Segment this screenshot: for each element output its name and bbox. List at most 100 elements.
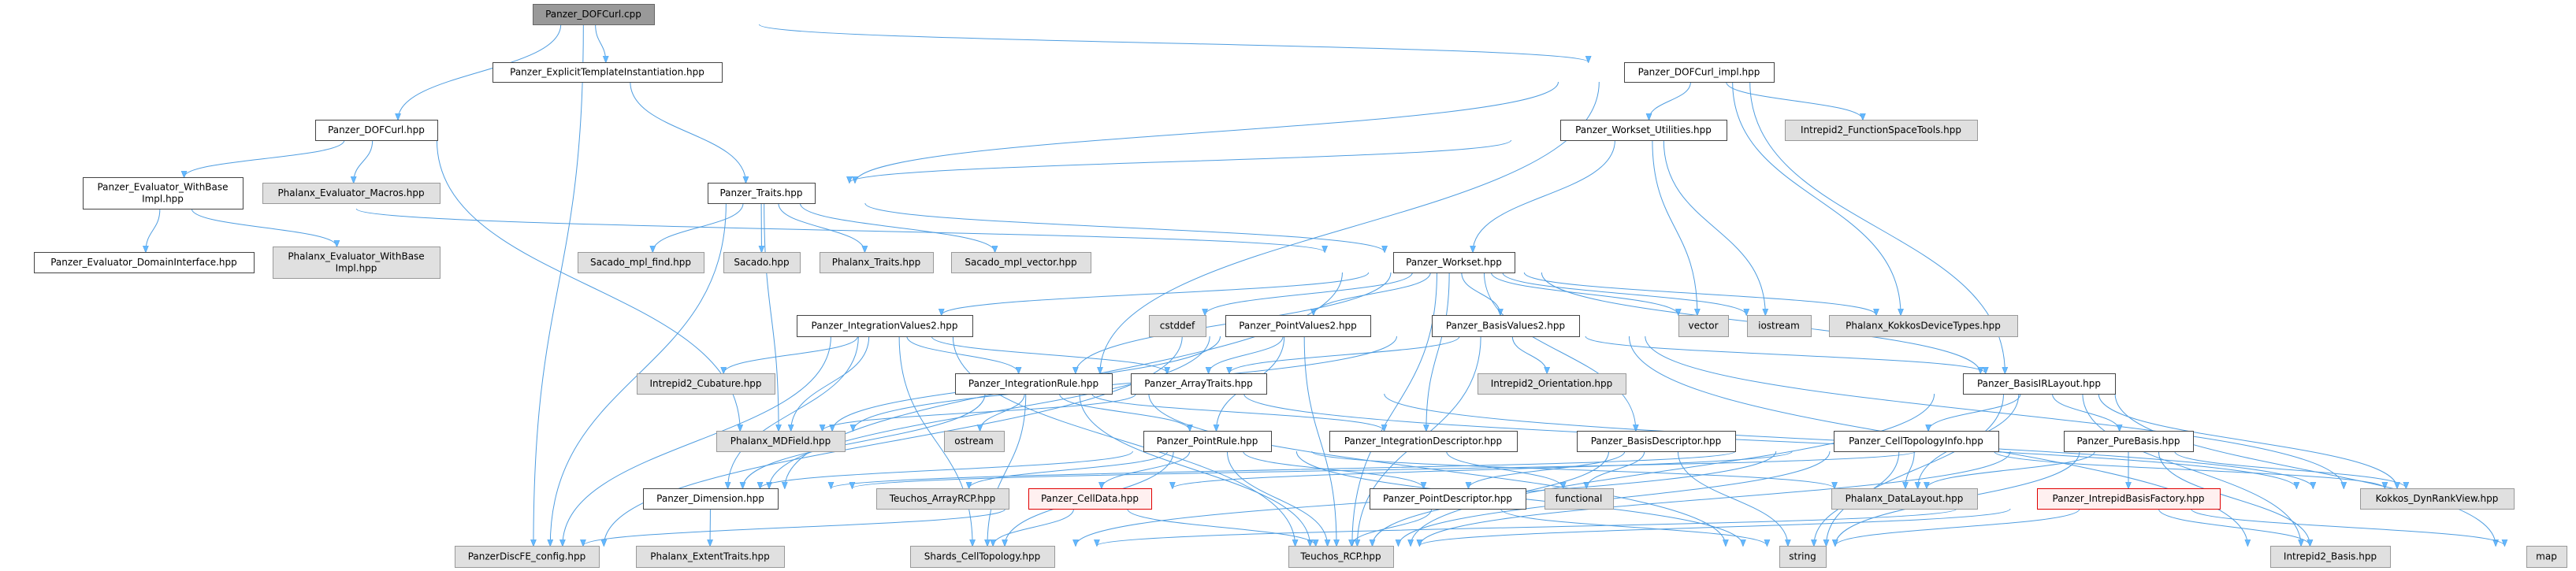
node-box <box>636 546 785 568</box>
node-shards[interactable]: Shards_CellTopology.hpp <box>910 546 1055 568</box>
node-box <box>955 373 1113 395</box>
dependency-edge-bv2-to-mdfield <box>853 336 1397 431</box>
dependency-edge-ibf-to-string <box>1835 508 2080 546</box>
node-label: ostream <box>954 436 993 447</box>
node-box <box>1785 120 1978 141</box>
node-rcp[interactable]: Teuchos_RCP.hpp <box>1288 546 1394 568</box>
node-arrayrcp[interactable]: Teuchos_ArrayRCP.hpp <box>876 488 1009 510</box>
node-label: iostream <box>1758 321 1800 332</box>
node-label: Phalanx_ExtentTraits.hpp <box>650 551 769 562</box>
node-i2-orient[interactable]: Intrepid2_Orientation.hpp <box>1478 373 1626 395</box>
dependency-edge-base_impl-to-phx_withbase <box>191 208 336 247</box>
node-int-desc[interactable]: Panzer_IntegrationDescriptor.hpp <box>1329 431 1518 452</box>
node-mdfield[interactable]: Phalanx_MDField.hpp <box>716 431 846 452</box>
dependency-edge-ws_util-to-iostream <box>1663 139 1765 315</box>
dependency-edge-pure_basis-to-dimension <box>852 450 1916 488</box>
node-config[interactable]: PanzerDiscFE_config.hpp <box>455 546 600 568</box>
node-ws-util[interactable]: Panzer_Workset_Utilities.hpp <box>1560 120 1727 141</box>
node-point-desc[interactable]: Panzer_PointDescriptor.hpp <box>1370 488 1526 510</box>
node-sacado[interactable]: Sacado.hpp <box>723 252 801 273</box>
node-phx-kdt[interactable]: Phalanx_KokkosDeviceTypes.hpp <box>1829 315 2018 337</box>
node-label: Intrepid2_Orientation.hpp <box>1491 378 1613 389</box>
node-ostream[interactable]: ostream <box>944 431 1005 452</box>
node-datalayout[interactable]: Phalanx_DataLayout.hpp <box>1831 488 1978 510</box>
node-domain-if[interactable]: Panzer_Evaluator_DomainInterface.hpp <box>34 252 255 273</box>
node-celldata[interactable]: Panzer_CellData.hpp <box>1028 488 1152 510</box>
node-functional[interactable]: functional <box>1544 488 1614 510</box>
node-map[interactable]: map <box>2526 546 2567 568</box>
node-i2-basis[interactable]: Intrepid2_Basis.hpp <box>2270 546 2391 568</box>
node-cpp[interactable]: Panzer_DOFCurl.cpp <box>533 4 655 25</box>
node-drv[interactable]: Kokkos_DynRankView.hpp <box>2360 488 2515 510</box>
dependency-edge-cpp-to-dofcurl_hpp <box>398 24 562 120</box>
node-explicit[interactable]: Panzer_ExplicitTemplateInstantiation.hpp <box>493 62 723 83</box>
dependency-edge-point_rule-to-celldata <box>1102 450 1191 488</box>
node-int-rule[interactable]: Panzer_IntegrationRule.hpp <box>955 373 1113 395</box>
dependency-edge-iv2-to-shards <box>898 336 972 546</box>
node-label: Panzer_DOFCurl.cpp <box>545 9 641 20</box>
node-box <box>723 252 801 273</box>
node-label: Panzer_IntegrationValues2.hpp <box>812 321 958 332</box>
dependency-edge-workset-to-cstddef <box>1205 272 1413 315</box>
node-workset[interactable]: Panzer_Workset.hpp <box>1393 252 1515 273</box>
node-vector[interactable]: vector <box>1678 315 1729 337</box>
node-box <box>315 120 438 141</box>
dependency-edge-point_rule-to-datalayout <box>1311 450 1834 488</box>
dependency-edge-basis_desc-to-string <box>1677 450 1788 546</box>
node-box <box>1779 546 1827 568</box>
dependency-edge-ibf-to-rcp <box>1419 508 2011 546</box>
node-point-rule[interactable]: Panzer_PointRule.hpp <box>1143 431 1272 452</box>
node-label: Panzer_IntegrationRule.hpp <box>968 378 1098 389</box>
dependency-edge-pv2-to-rcp <box>1303 336 1336 546</box>
node-pure-basis[interactable]: Panzer_PureBasis.hpp <box>2064 431 2194 452</box>
node-dofcurl-hpp[interactable]: Panzer_DOFCurl.hpp <box>315 120 438 141</box>
dependency-edge-bv2-to-birl <box>1585 336 1986 373</box>
node-label: Intrepid2_FunctionSpaceTools.hpp <box>1801 124 1961 135</box>
dependency-edge-birl-to-drv <box>2098 393 2397 488</box>
node-dofcurl-impl[interactable]: Panzer_DOFCurl_impl.hpp <box>1624 62 1775 83</box>
dependency-edge-ws_util-to-workset <box>1473 139 1615 252</box>
node-traits[interactable]: Panzer_Traits.hpp <box>708 183 816 204</box>
node-i2-cub[interactable]: Intrepid2_Cubature.hpp <box>637 373 775 395</box>
node-phx-traits[interactable]: Phalanx_Traits.hpp <box>820 252 934 273</box>
dependency-edge-iv2-to-mdfield <box>791 336 870 431</box>
dependency-edge-birl-to-rcp <box>1411 393 1935 546</box>
node-box <box>2360 488 2515 510</box>
node-basis-desc[interactable]: Panzer_BasisDescriptor.hpp <box>1577 431 1736 452</box>
node-bv2[interactable]: Panzer_BasisValues2.hpp <box>1432 315 1580 337</box>
node-box <box>83 177 243 209</box>
dependency-edge-dofcurl_hpp-to-base_impl <box>184 139 345 177</box>
node-iv2[interactable]: Panzer_IntegrationValues2.hpp <box>797 315 973 337</box>
node-label: Impl.hpp <box>142 194 184 205</box>
dependency-edge-iv2-to-array_traits <box>931 336 1167 373</box>
node-ibf[interactable]: Panzer_IntrepidBasisFactory.hpp <box>2037 488 2221 510</box>
node-box <box>1393 252 1515 273</box>
node-i2-fst[interactable]: Intrepid2_FunctionSpaceTools.hpp <box>1785 120 1978 141</box>
node-box <box>1143 431 1272 452</box>
node-iostream[interactable]: iostream <box>1747 315 1812 337</box>
node-dimension[interactable]: Panzer_Dimension.hpp <box>643 488 779 510</box>
dependency-edge-ibf-to-shards <box>1097 508 1957 546</box>
dependency-edge-traits-to-workset <box>864 202 1385 252</box>
dependency-edge-iv2-to-config <box>563 336 831 546</box>
node-label: Panzer_ExplicitTemplateInstantiation.hpp <box>510 67 704 78</box>
dependency-edge-ws_util-to-vector <box>1652 139 1697 315</box>
node-birl[interactable]: Panzer_BasisIRLayout.hpp <box>1963 373 2116 395</box>
node-extent[interactable]: Phalanx_ExtentTraits.hpp <box>636 546 785 568</box>
node-box <box>708 183 816 204</box>
dependency-edge-pure_basis-to-rcp <box>1419 450 2011 546</box>
node-label: Sacado_mpl_find.hpp <box>590 257 691 268</box>
node-cstddef[interactable]: cstddef <box>1149 315 1206 337</box>
node-sac-find[interactable]: Sacado_mpl_find.hpp <box>578 252 704 273</box>
node-box <box>1478 373 1626 395</box>
node-string[interactable]: string <box>1779 546 1827 568</box>
node-ev-macros[interactable]: Phalanx_Evaluator_Macros.hpp <box>262 183 440 204</box>
node-array-traits[interactable]: Panzer_ArrayTraits.hpp <box>1131 373 1267 395</box>
node-box <box>1560 120 1727 141</box>
node-cti[interactable]: Panzer_CellTopologyInfo.hpp <box>1834 431 1999 452</box>
node-sac-vector[interactable]: Sacado_mpl_vector.hpp <box>951 252 1091 273</box>
dependency-edge-iv2-to-dimension <box>728 336 859 488</box>
node-pv2[interactable]: Panzer_PointValues2.hpp <box>1225 315 1371 337</box>
